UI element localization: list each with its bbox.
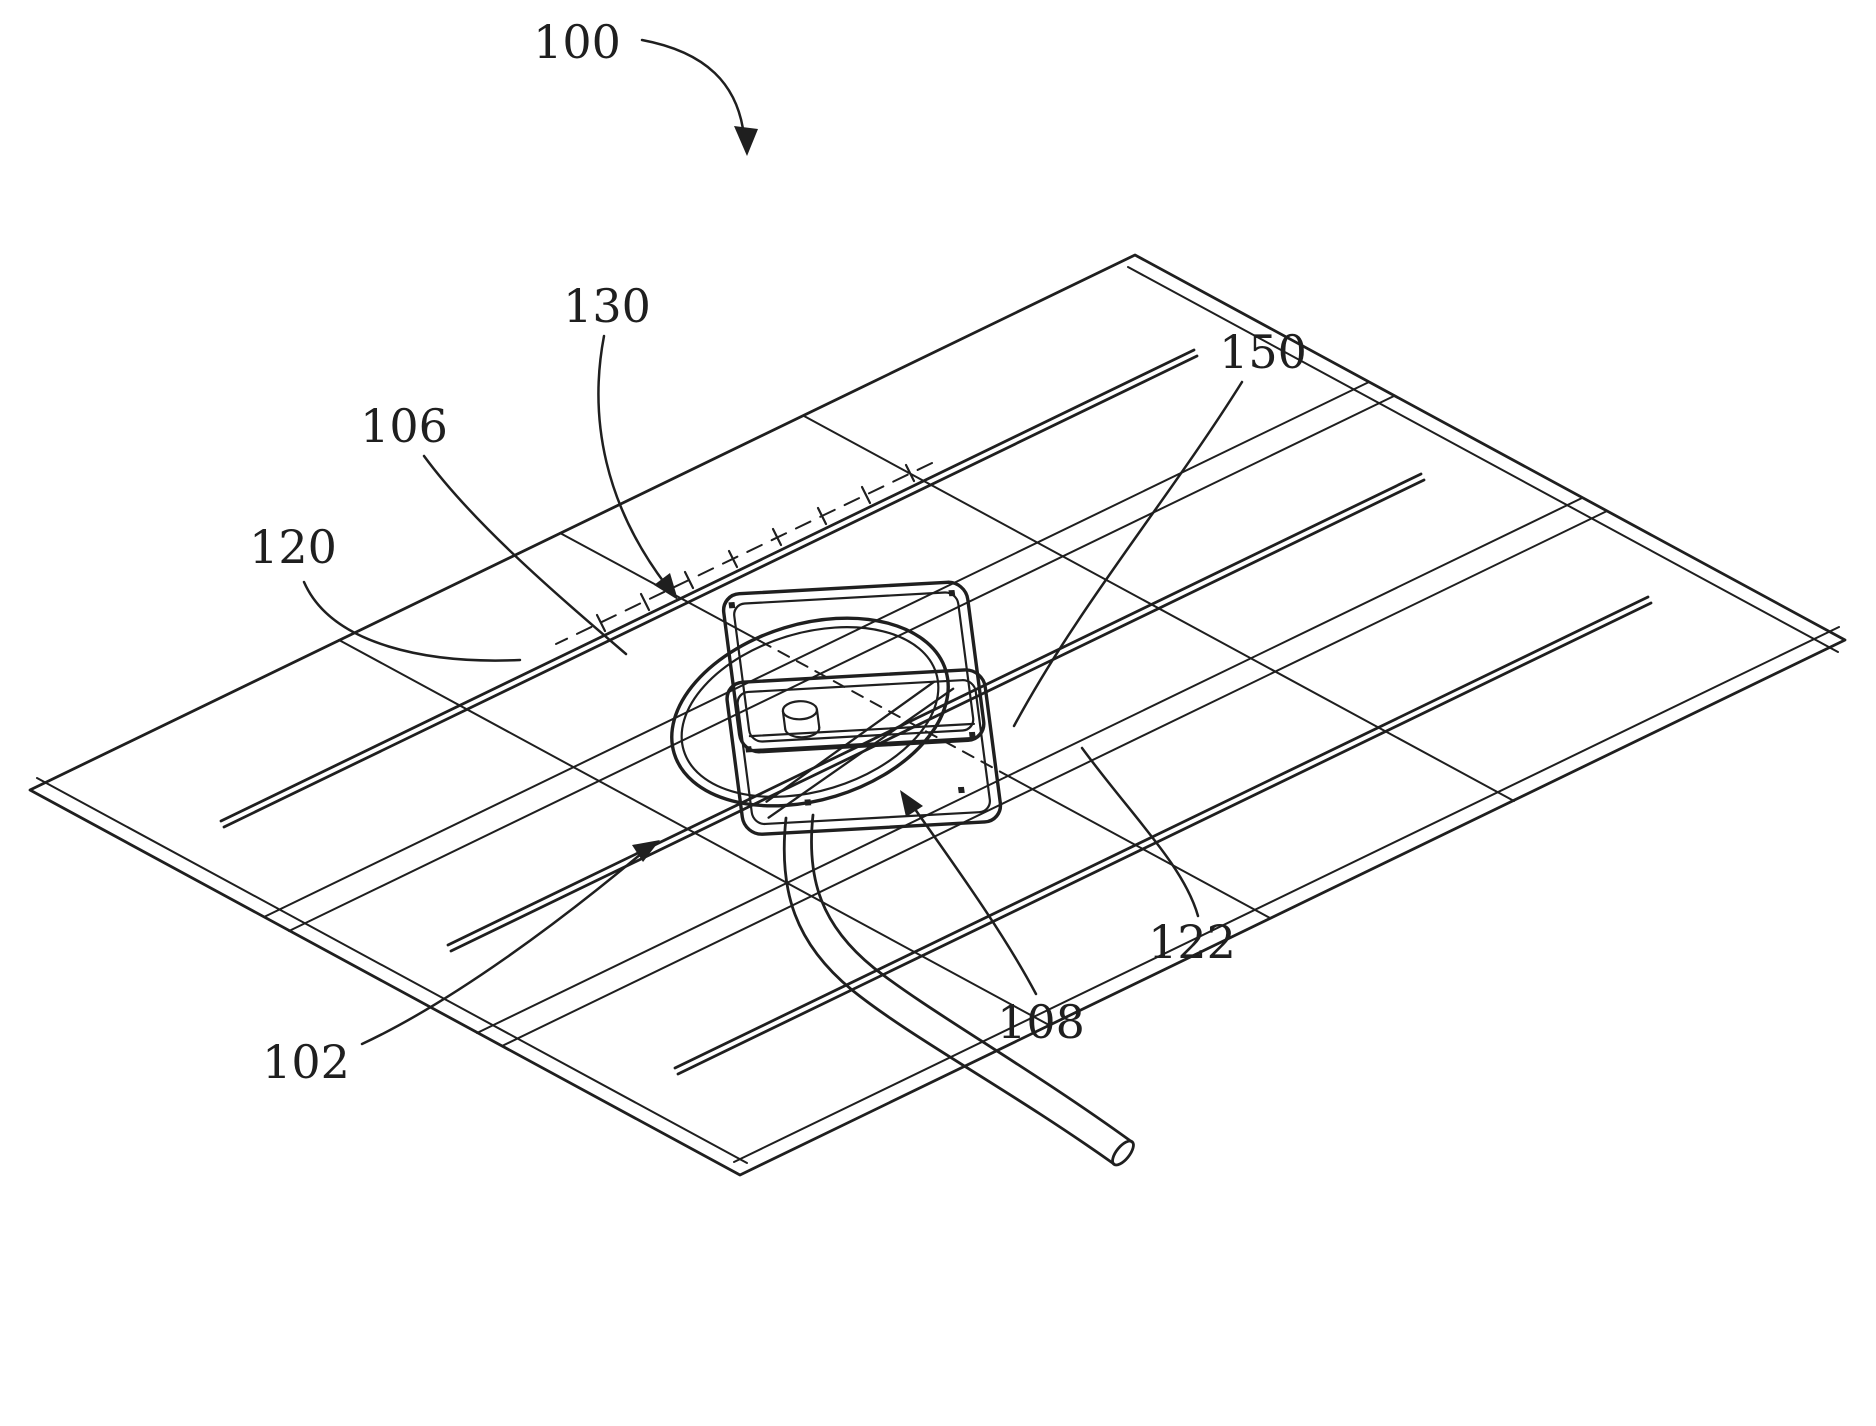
- fastener-tick: [816, 506, 828, 526]
- device-top-frame-outer: [721, 580, 986, 754]
- device-fastener: [957, 786, 965, 794]
- panel-seam-cross-2-hidden: [759, 640, 1011, 778]
- rail-top-b: [219, 348, 1196, 823]
- leader-120: [302, 580, 522, 662]
- panel-edge-inner-bottom-left: [36, 777, 748, 1164]
- arrowhead-100-icon: [734, 126, 758, 156]
- device-body-outer: [725, 668, 1003, 836]
- panel-seam-long-2a: [476, 497, 1583, 1034]
- rail-middle-a: [449, 478, 1426, 953]
- rail-bottom-a: [676, 601, 1653, 1076]
- fastener-tick: [639, 592, 651, 612]
- device-fasteners: [728, 589, 976, 806]
- arrowhead-102-icon: [632, 840, 660, 862]
- conduit-port-bottom: [784, 726, 821, 739]
- device-top-frame-inner: [733, 591, 975, 743]
- conduit-port-side-left: [781, 710, 787, 731]
- wiring-line-1: [767, 687, 955, 819]
- fastener-tick: [595, 613, 607, 633]
- reference-labels: 100 130 150 106 120 122 108 102: [249, 15, 1307, 1089]
- ref-label-108: 108: [997, 995, 1085, 1049]
- rail-top-a: [222, 354, 1199, 829]
- conduit-pipe: [782, 813, 1135, 1167]
- arrowhead-108-icon: [900, 790, 923, 817]
- fastener-ticks: [595, 463, 916, 633]
- ref-label-106: 106: [360, 399, 448, 453]
- panel-seam-long-2b: [501, 510, 1608, 1047]
- device-fastener: [968, 731, 976, 739]
- leader-130: [597, 334, 668, 587]
- panel-seam-long-1a: [263, 381, 1370, 918]
- pipe-edge-inner: [810, 813, 1134, 1144]
- leader-lines: [302, 38, 1244, 1046]
- ref-label-130: 130: [563, 279, 651, 333]
- conduit-port-top: [781, 700, 819, 721]
- leader-122: [1080, 746, 1200, 918]
- wiring-line-2: [765, 680, 936, 803]
- panel-edge-inner-top-right: [1127, 266, 1839, 653]
- fastener-tick: [683, 570, 695, 590]
- panel-seam-cross-2b: [1009, 776, 1271, 919]
- leader-106: [422, 454, 628, 656]
- leader-150: [1012, 380, 1244, 728]
- pipe-edge-outer: [782, 816, 1116, 1166]
- fastener-tick: [771, 527, 783, 547]
- panel-seam-long-1b: [288, 395, 1395, 932]
- hidden-seam-dashed: [555, 462, 933, 645]
- pipe-end-cap: [1111, 1139, 1135, 1167]
- leader-102: [360, 846, 650, 1046]
- ref-label-122: 122: [1148, 915, 1236, 969]
- arrowhead-130-icon: [654, 573, 678, 600]
- leader-100: [640, 38, 746, 138]
- cable-loop-inner: [680, 626, 940, 798]
- panel-seam-cross-1: [803, 415, 1515, 802]
- ref-label-100: 100: [533, 15, 621, 69]
- fastener-tick: [727, 549, 739, 569]
- device-fastener: [948, 589, 956, 597]
- ref-label-120: 120: [249, 520, 337, 574]
- mount-device: [721, 580, 1003, 836]
- device-fastener: [728, 602, 736, 609]
- ref-label-102: 102: [262, 1035, 350, 1089]
- panel-edge-inner-bottom-right: [733, 626, 1840, 1163]
- rail-bottom-b: [673, 595, 1650, 1070]
- ref-label-150: 150: [1219, 325, 1307, 379]
- device-crossbar-bottom: [750, 736, 977, 752]
- device-body-inner: [736, 679, 991, 826]
- panel-seam-cross-3: [338, 639, 1050, 1026]
- panel-outline: [28, 253, 1847, 1177]
- device-fastener: [804, 799, 812, 806]
- fastener-tick: [860, 485, 872, 505]
- conduit-port-side-right: [815, 708, 821, 729]
- panel-array: [28, 253, 1847, 1177]
- device-fastener: [745, 746, 752, 753]
- fastener-tick: [904, 463, 916, 483]
- leader-108: [908, 800, 1038, 996]
